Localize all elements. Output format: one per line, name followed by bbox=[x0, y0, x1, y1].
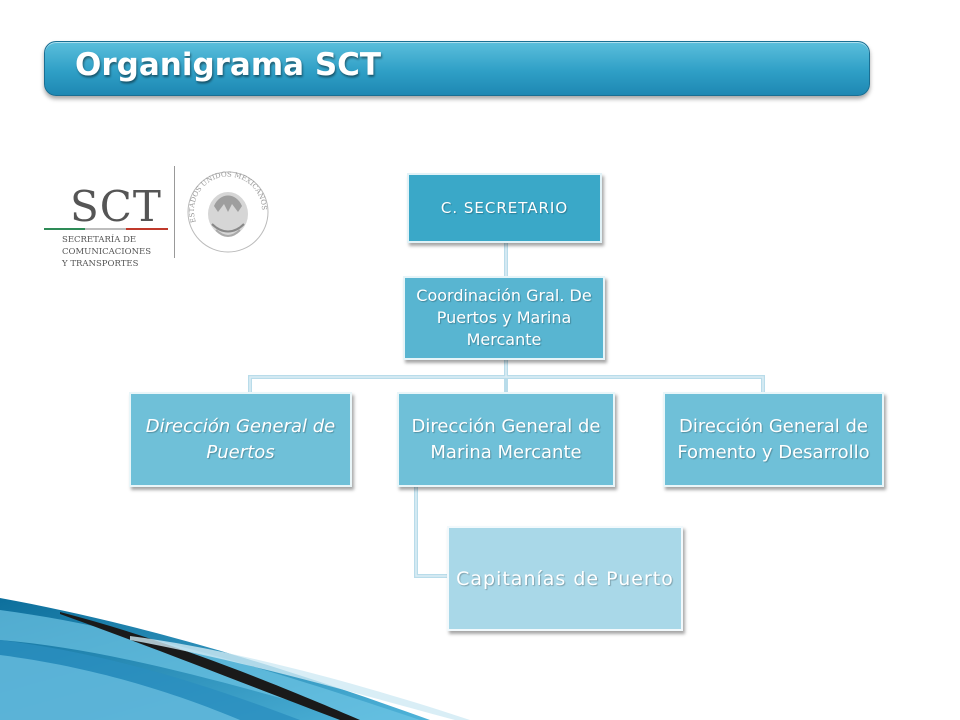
logo-tricolor-line bbox=[44, 228, 168, 230]
node-coordinacion-label: Coordinación Gral. De Puertos y Marina M… bbox=[416, 286, 592, 349]
logo-abbrev: SCT bbox=[70, 182, 162, 231]
connector-coordinacion-fomento bbox=[506, 375, 765, 392]
node-dg-fomento-label: Dirección General de Fomento y Desarroll… bbox=[677, 415, 870, 463]
node-dg-fomento: Dirección General de Fomento y Desarroll… bbox=[663, 392, 884, 487]
sct-logo: SCT Secretaría de Comunicaciones y Trans… bbox=[40, 156, 269, 276]
node-capitanias: Capitanías de Puerto bbox=[447, 526, 683, 631]
node-dg-marina: Dirección General de Marina Mercante bbox=[397, 392, 615, 487]
title-banner: Organigrama SCT bbox=[44, 41, 870, 96]
node-dg-puertos-label: Dirección General de Puertos bbox=[145, 415, 336, 463]
national-seal-icon: ESTADOS UNIDOS MEXICANOS bbox=[187, 170, 269, 253]
node-dg-marina-label: Dirección General de Marina Mercante bbox=[411, 415, 601, 463]
logo-divider bbox=[174, 166, 175, 258]
connector-marina-capitanias bbox=[414, 487, 447, 578]
node-dg-puertos: Dirección General de Puertos bbox=[129, 392, 352, 487]
slide-title: Organigrama SCT bbox=[75, 47, 382, 83]
node-secretario-label: C. SECRETARIO bbox=[440, 199, 569, 217]
node-coordinacion: Coordinación Gral. De Puertos y Marina M… bbox=[403, 276, 605, 360]
node-secretario: C. SECRETARIO bbox=[407, 173, 602, 243]
logo-subtitle: Secretaría de Comunicaciones y Transport… bbox=[62, 235, 152, 269]
node-capitanias-label: Capitanías de Puerto bbox=[456, 567, 674, 590]
connector-coordinacion-branches bbox=[248, 360, 508, 392]
